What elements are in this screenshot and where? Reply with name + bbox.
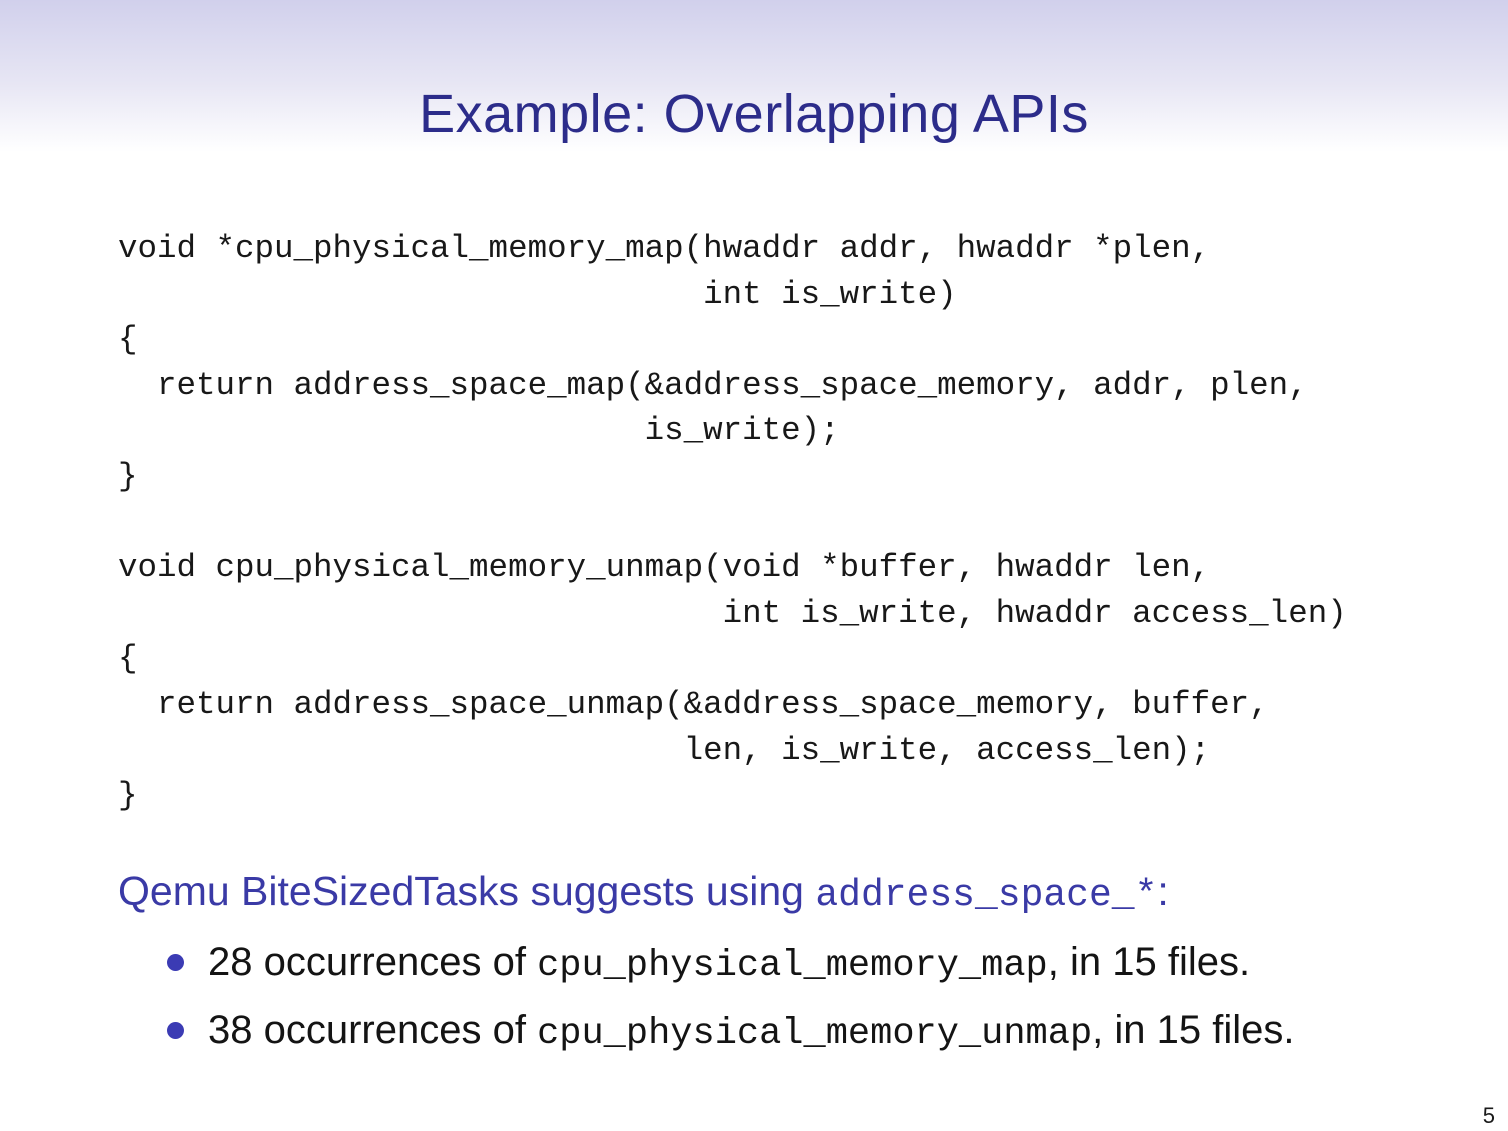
bullet-text-suffix: , in 15 files. (1047, 940, 1251, 984)
suggestion-prefix: Qemu BiteSizedTasks suggests using (118, 868, 816, 914)
suggestion-line: Qemu BiteSizedTasks suggests using addre… (118, 866, 1169, 921)
bullet-icon (167, 1022, 184, 1039)
list-item: 28 occurrences of cpu_physical_memory_ma… (0, 938, 1508, 990)
bullet-code: cpu_physical_memory_map (537, 945, 1048, 987)
code-block: void *cpu_physical_memory_map(hwaddr add… (118, 230, 1347, 815)
suggestion-code: address_space_* (815, 874, 1158, 917)
bullet-text-prefix: 38 occurrences of (208, 1008, 538, 1052)
bullet-text-suffix: , in 15 files. (1092, 1008, 1295, 1052)
bullet-code: cpu_physical_memory_unmap (537, 1013, 1093, 1055)
suggestion-colon: : (1157, 868, 1169, 914)
bullet-icon (167, 954, 184, 971)
bullet-text-prefix: 28 occurrences of (208, 940, 538, 984)
page-number: 5 (1482, 1103, 1495, 1128)
slide-title: Example: Overlapping APIs (419, 84, 1089, 144)
header-gradient (0, 0, 1508, 152)
list-item: 38 occurrences of cpu_physical_memory_un… (0, 1006, 1508, 1058)
